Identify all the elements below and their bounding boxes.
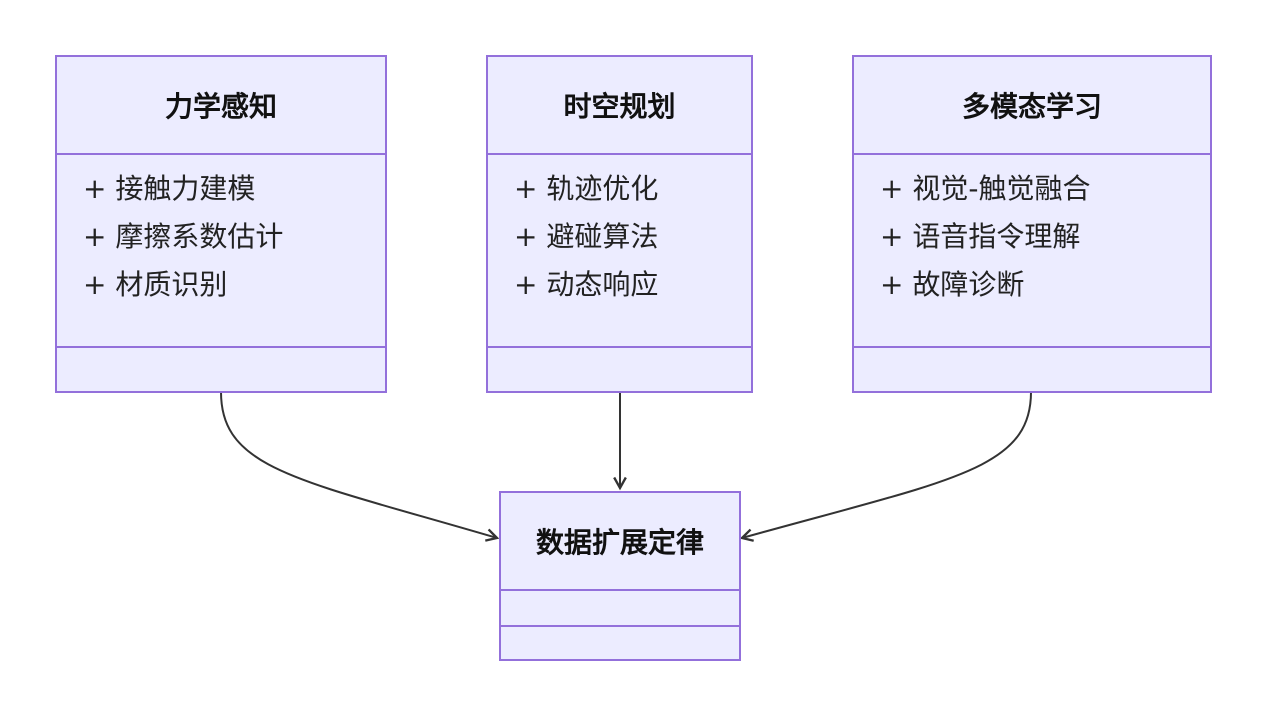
method-section [488, 346, 751, 391]
attribute: + 视觉-触觉融合 [880, 172, 1091, 205]
class-title: 数据扩展定律 [535, 526, 704, 559]
attribute: + 语音指令理解 [880, 220, 1081, 253]
method-section [854, 346, 1210, 391]
class-multimodal-learning[interactable]: 多模态学习 + 视觉-触觉融合 + 语音指令理解 + 故障诊断 [852, 55, 1212, 393]
class-title: 力学感知 [164, 90, 277, 123]
class-force-perception[interactable]: 力学感知 + 接触力建模 + 摩擦系数估计 + 材质识别 [55, 55, 387, 393]
attribute-section: + 视觉-触觉融合 + 语音指令理解 + 故障诊断 [854, 153, 1210, 346]
attribute-section: + 接触力建模 + 摩擦系数估计 + 材质识别 [57, 153, 385, 346]
attribute: + 动态响应 [514, 268, 659, 301]
attribute: + 避碰算法 [514, 220, 659, 253]
attribute: + 轨迹优化 [514, 172, 659, 205]
attribute: + 故障诊断 [880, 268, 1025, 301]
method-section [57, 346, 385, 391]
attribute-section: + 轨迹优化 + 避碰算法 + 动态响应 [488, 153, 751, 346]
class-title: 时空规划 [563, 90, 676, 123]
class-title: 多模态学习 [961, 90, 1102, 123]
attribute: + 摩擦系数估计 [83, 220, 284, 253]
attribute: + 材质识别 [83, 268, 228, 301]
class-spatiotemporal-planning[interactable]: 时空规划 + 轨迹优化 + 避碰算法 + 动态响应 [486, 55, 753, 393]
attribute-section [501, 589, 739, 625]
edge-multimodal-learning-to-scaling-law [742, 391, 1032, 538]
method-section [501, 625, 739, 659]
edge-force-perception-to-scaling-law [220, 391, 497, 538]
class-data-scaling-law[interactable]: 数据扩展定律 [499, 491, 741, 661]
attribute: + 接触力建模 [83, 172, 256, 205]
